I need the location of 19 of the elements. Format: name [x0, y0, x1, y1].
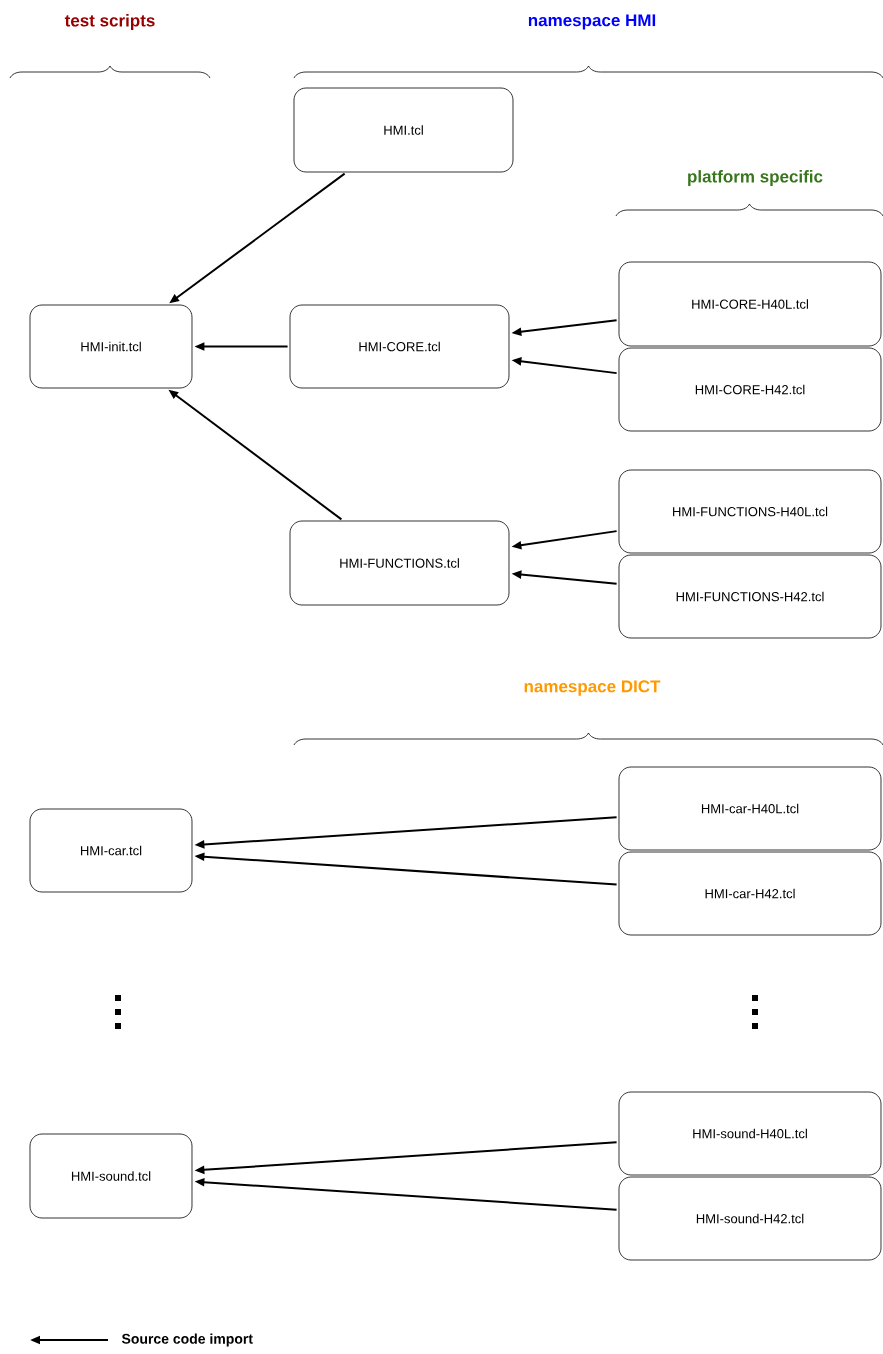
- file-box: HMI-car-H42.tcl: [618, 851, 882, 936]
- legend-text: Source code import: [121, 1333, 253, 1347]
- file-box: HMI-sound-H42.tcl: [618, 1176, 882, 1261]
- file-box: HMI-FUNCTIONS.tcl: [289, 520, 510, 606]
- file-box: HMI-car.tcl: [29, 808, 193, 893]
- file-box: HMI-CORE-H40L.tcl: [618, 261, 882, 347]
- file-box: HMI-FUNCTIONS-H42.tcl: [618, 554, 882, 639]
- group-heading: namespace DICT: [524, 680, 661, 696]
- file-box: HMI-CORE-H42.tcl: [618, 347, 882, 432]
- file-box: HMI.tcl: [293, 87, 514, 173]
- group-heading: namespace HMI: [528, 14, 656, 30]
- file-box: HMI-init.tcl: [29, 304, 193, 389]
- file-box: HMI-car-H40L.tcl: [618, 766, 882, 851]
- group-heading: test scripts: [64, 14, 155, 30]
- file-box: HMI-sound-H40L.tcl: [618, 1091, 882, 1176]
- file-box: HMI-FUNCTIONS-H40L.tcl: [618, 469, 882, 554]
- file-box: HMI-sound.tcl: [29, 1133, 193, 1219]
- group-heading: platform specific: [688, 170, 823, 186]
- file-box: HMI-CORE.tcl: [289, 304, 510, 389]
